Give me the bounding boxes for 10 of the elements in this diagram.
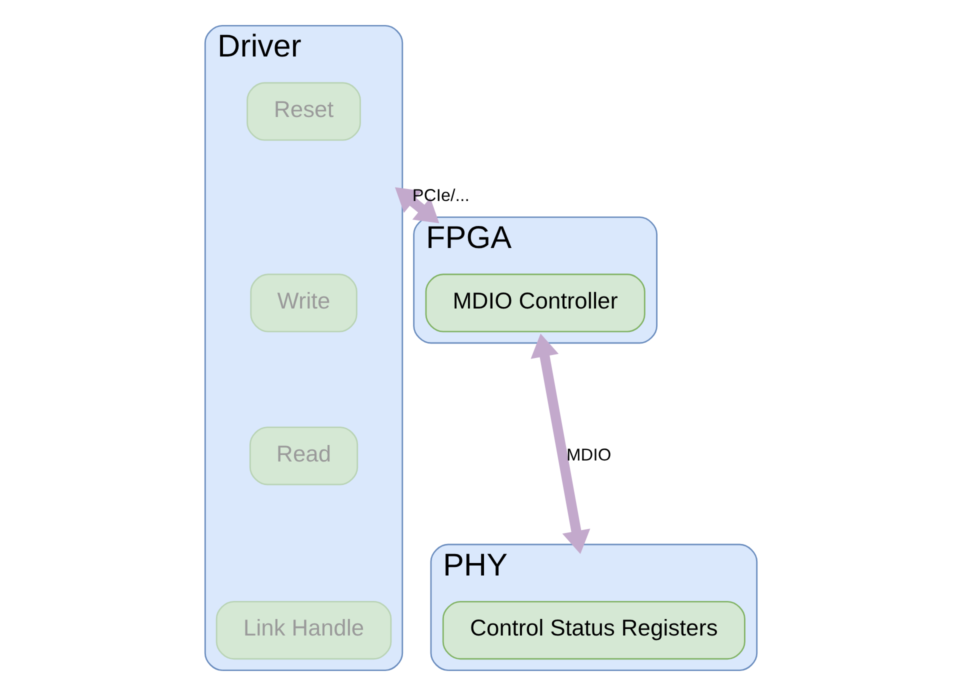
edge-label: MDIO — [566, 444, 611, 464]
node-box: Reset — [246, 82, 360, 141]
arrow — [394, 187, 439, 224]
node-box: Link Handle — [215, 600, 392, 660]
edge-label: PCIe/... — [412, 184, 470, 205]
node-box: Write — [250, 274, 357, 332]
node-box: Control Status Registers — [442, 600, 745, 660]
node-box: MDIO Controller — [424, 274, 645, 332]
arrow — [530, 334, 590, 554]
node-box: Read — [248, 426, 358, 486]
